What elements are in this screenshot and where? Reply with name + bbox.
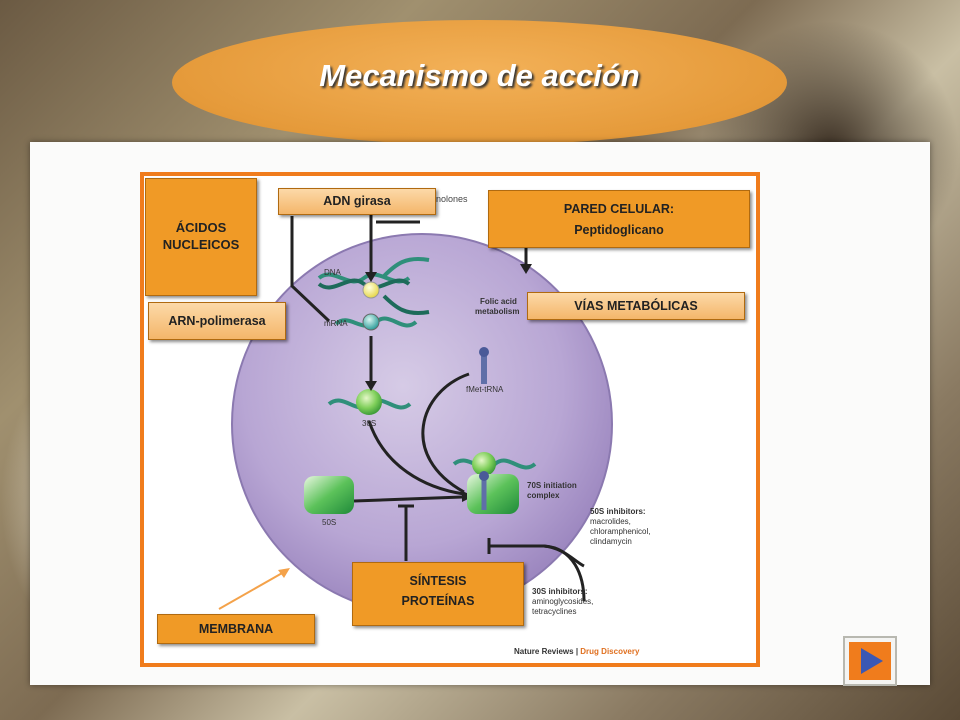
label-inh30-2: tetracyclines bbox=[532, 607, 576, 616]
box-adn-girasa: ADN girasa bbox=[278, 188, 436, 215]
label-inh50-1: macrolides, bbox=[590, 517, 631, 526]
bacterial-cell bbox=[231, 233, 613, 615]
ribosome-70s-large bbox=[467, 474, 519, 514]
label-folic-2: metabolism bbox=[475, 307, 519, 316]
next-slide-button[interactable] bbox=[843, 636, 897, 686]
ribosome-30s bbox=[356, 389, 382, 415]
title-ellipse bbox=[172, 20, 787, 145]
label-30s: 30S bbox=[362, 419, 376, 428]
credit-sep: | bbox=[574, 647, 581, 656]
acidos-line-2: NUCLEICOS bbox=[162, 237, 240, 252]
ribosome-50s bbox=[304, 476, 354, 514]
arn-polimerasa-label: ARN-polimerasa bbox=[168, 314, 266, 328]
membrana-label: MEMBRANA bbox=[198, 622, 274, 636]
box-pared-celular: PARED CELULAR: Peptidoglicano bbox=[488, 190, 750, 248]
rna-polymerase-ball bbox=[362, 313, 380, 331]
label-inh50-title: 50S inhibitors: bbox=[590, 507, 646, 516]
membrane-arrowhead bbox=[278, 568, 290, 578]
box-acidos-nucleicos: ÁCIDOS NUCLEICOS bbox=[145, 178, 257, 296]
label-fmet: fMet-tRNA bbox=[466, 385, 504, 394]
slide-title: Mecanismo de acción bbox=[319, 58, 640, 93]
dna-strand-b bbox=[317, 278, 411, 290]
label-init-2: complex bbox=[527, 491, 560, 500]
label-inh30-title: 30S inhibitors: bbox=[532, 587, 588, 596]
label-mrna: mRNA bbox=[324, 319, 348, 328]
mechanism-figure: Quinolones DNA mRNA Folic acid metabolis… bbox=[218, 194, 650, 656]
label-quinolones: Quinolones bbox=[422, 194, 468, 204]
arrowhead-2 bbox=[365, 381, 377, 391]
dna-strand-c bbox=[382, 257, 430, 278]
pared-line-1: PARED CELULAR: bbox=[563, 202, 675, 216]
fmet-head bbox=[479, 347, 489, 357]
credit-a: Nature Reviews bbox=[514, 647, 574, 656]
play-triangle-icon bbox=[861, 648, 883, 674]
label-folic-1: Folic acid bbox=[480, 297, 517, 306]
label-inh30-1: aminoglycosides, bbox=[532, 597, 593, 606]
dna-strand-d bbox=[382, 294, 430, 315]
acidos-line-1: ÁCIDOS bbox=[175, 220, 227, 235]
inhibit-30s-line bbox=[543, 544, 586, 602]
credit-b: Drug Discovery bbox=[580, 647, 640, 656]
adn-girasa-label: ADN girasa bbox=[323, 194, 391, 208]
ribosome-70s-small bbox=[472, 452, 496, 476]
label-inh50-2: chloramphenicol, bbox=[590, 527, 650, 536]
arrow-50s-70s bbox=[353, 495, 463, 503]
sintesis-line-1: SÍNTESIS bbox=[409, 574, 467, 588]
dna-gyrase-ball bbox=[362, 281, 380, 299]
membrane-arrow bbox=[218, 571, 285, 610]
fmet-70s-head bbox=[479, 471, 489, 481]
arrow-fmet-70s bbox=[421, 372, 470, 494]
box-vias-metabolicas: VÍAS METABÓLICAS bbox=[527, 292, 745, 320]
label-inh50-3: clindamycin bbox=[590, 537, 632, 546]
label-init-1: 70S initiation bbox=[527, 481, 577, 490]
box-arn-polimerasa: ARN-polimerasa bbox=[148, 302, 286, 340]
inhibit-rnapol bbox=[290, 216, 331, 323]
figure-credit: Nature Reviews | Drug Discovery bbox=[514, 647, 640, 656]
arrowhead-1 bbox=[365, 272, 377, 282]
label-dna: DNA bbox=[324, 268, 342, 277]
box-sintesis-proteinas: SÍNTESIS PROTEÍNAS bbox=[352, 562, 524, 626]
label-50s: 50S bbox=[322, 518, 336, 527]
arrow-30s-70s bbox=[367, 420, 465, 496]
box-membrana: MEMBRANA bbox=[157, 614, 315, 644]
sintesis-line-2: PROTEÍNAS bbox=[401, 594, 475, 608]
arrowhead-4 bbox=[520, 264, 532, 274]
next-button-face bbox=[849, 642, 891, 680]
pared-line-2: Peptidoglicano bbox=[574, 223, 664, 237]
vias-label: VÍAS METABÓLICAS bbox=[574, 299, 698, 313]
